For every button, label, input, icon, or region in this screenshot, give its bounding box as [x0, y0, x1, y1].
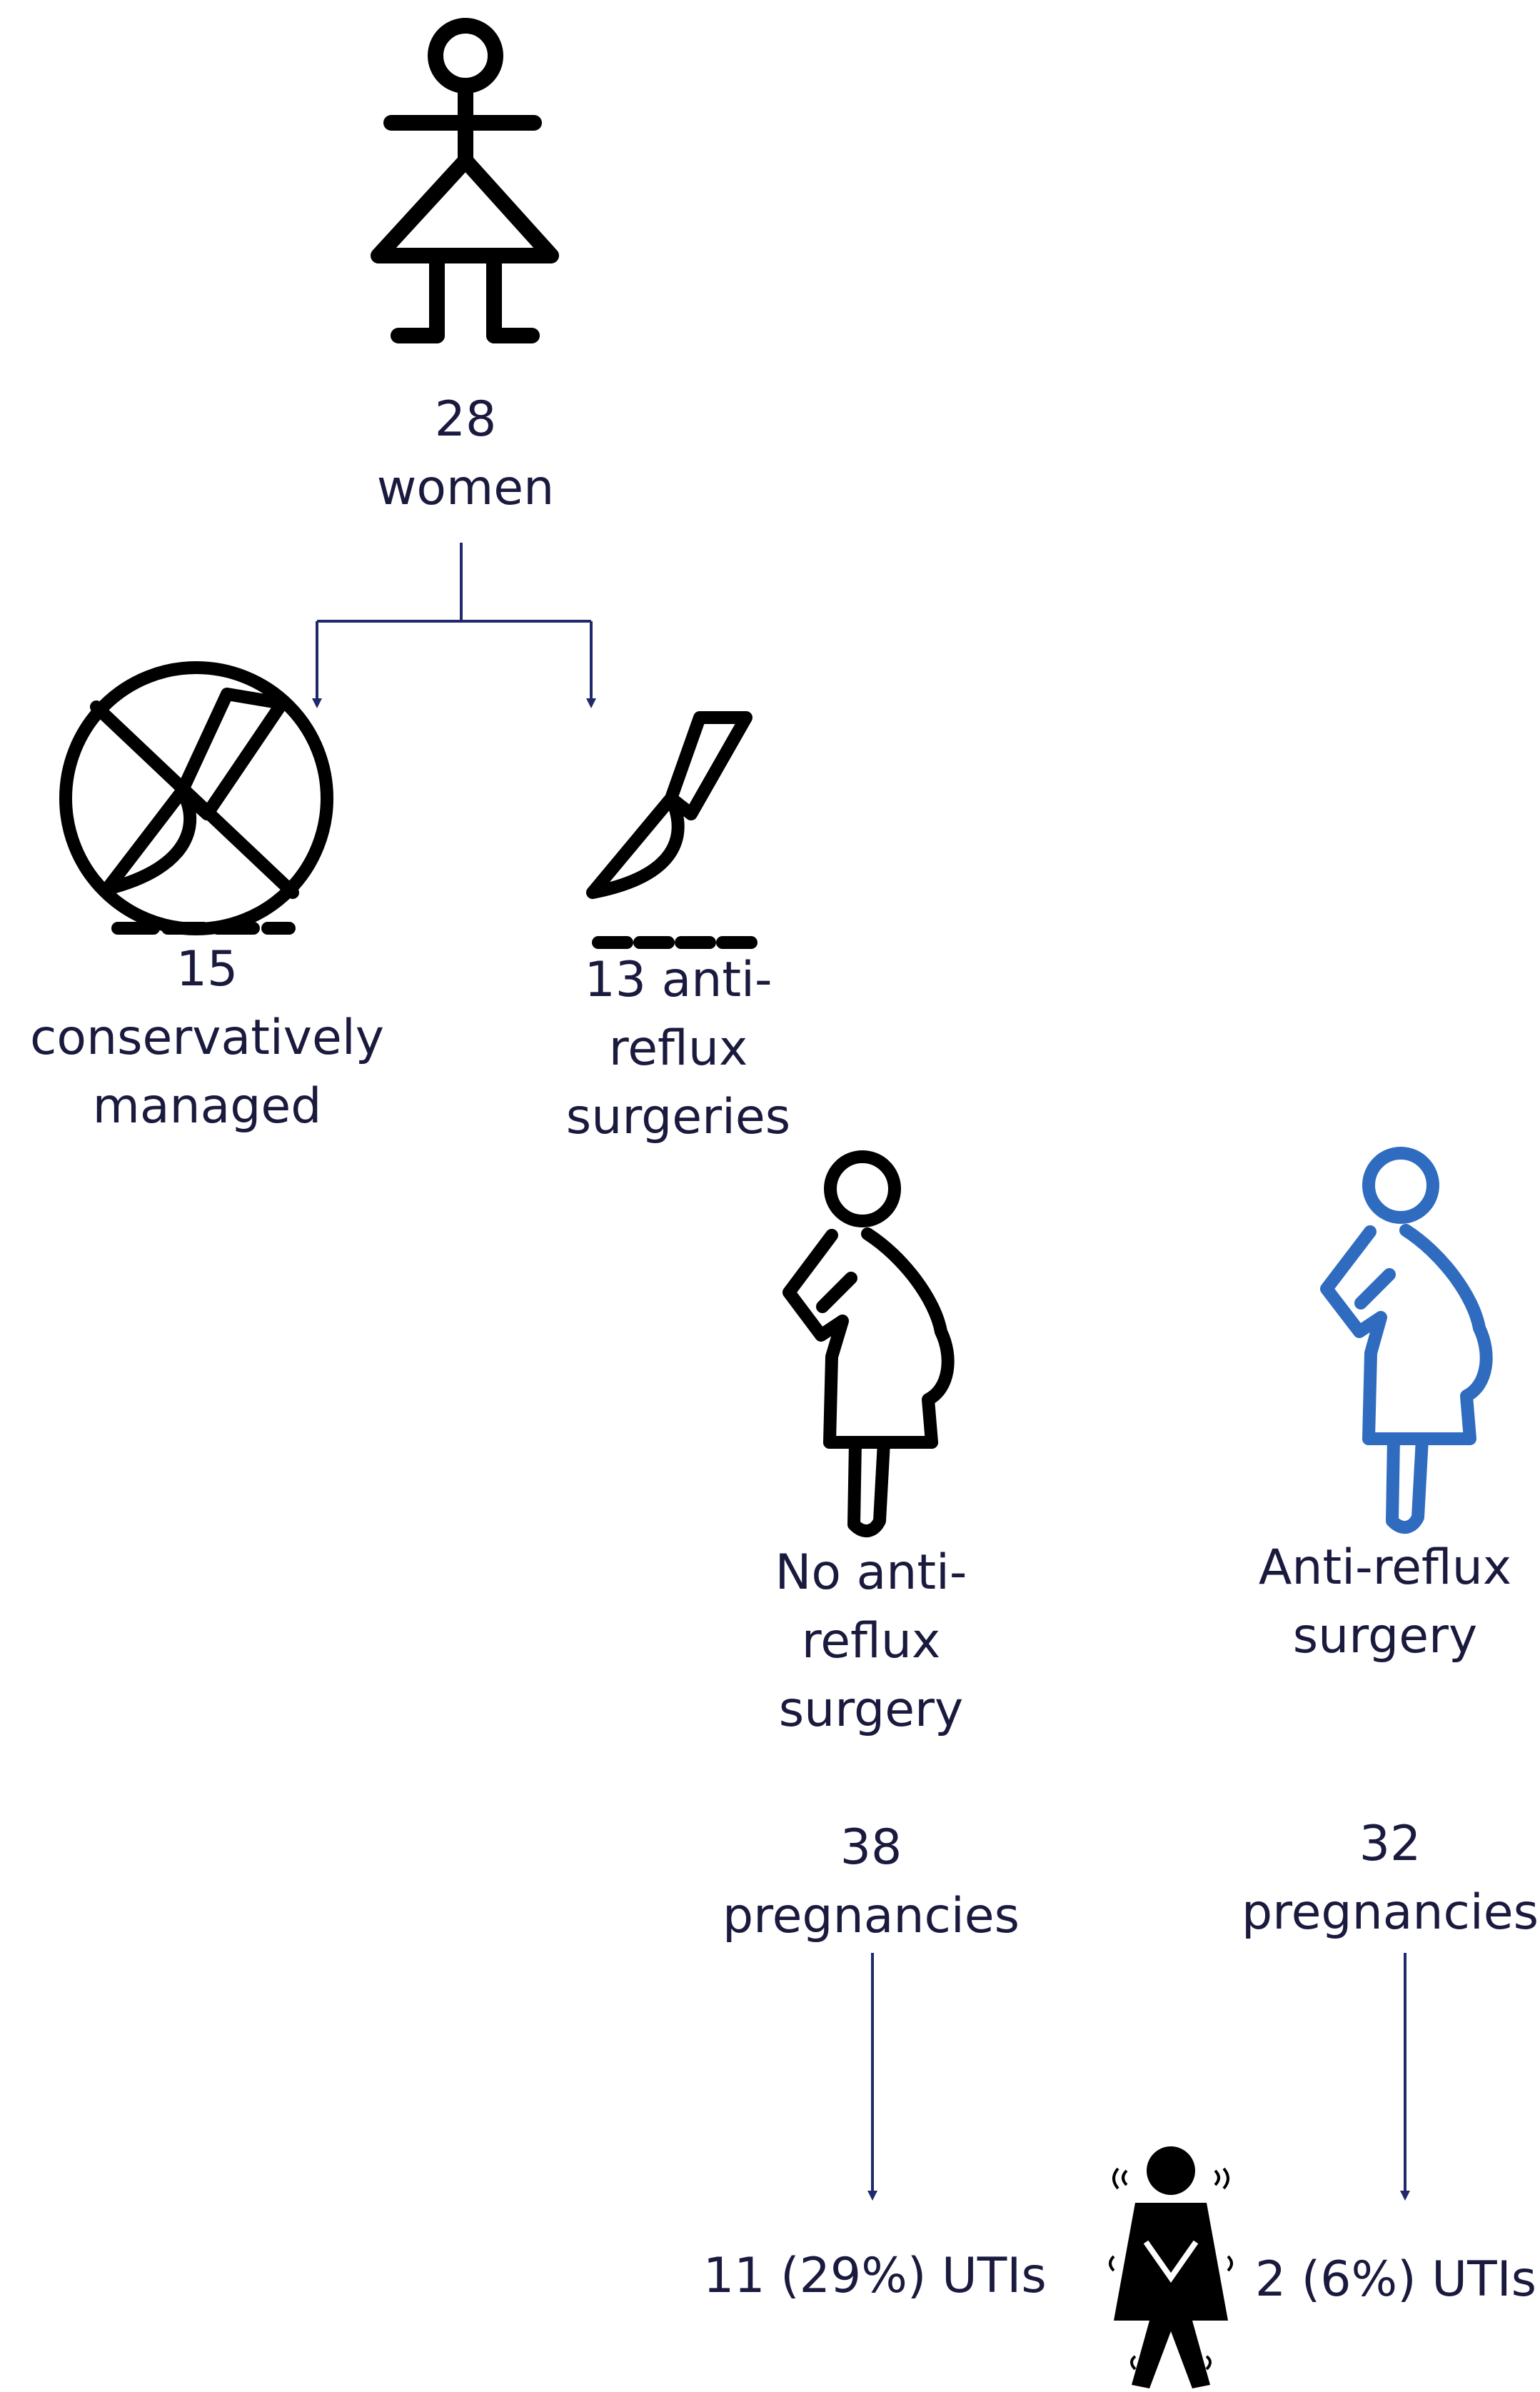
no-surgery-uti: 11 (29%) UTIs [703, 2242, 1047, 2311]
root-label: 28 women [323, 386, 608, 523]
conservative-line-1: conservatively [30, 1010, 384, 1066]
woman-icon [371, 18, 559, 343]
no-surgery-icon [59, 661, 333, 935]
no-surgery-line-2: reflux [801, 1613, 941, 1669]
surgery-branch-line-2: reflux [608, 1020, 748, 1077]
no-surgery-uti-text: 11 (29%) UTIs [703, 2248, 1047, 2304]
surgery-group-label: Anti-reflux surgery [1235, 1534, 1535, 1671]
no-surgery-line-1: No anti- [775, 1544, 967, 1601]
root-connector [312, 543, 596, 708]
surgery-line-1: Anti-reflux [1258, 1539, 1512, 1596]
pregnancy-arrows [867, 1953, 1410, 2201]
no-surgery-pregnancies: 38 pregnancies [721, 1814, 1021, 1951]
conservative-count: 15 [176, 941, 238, 997]
root-noun: women [376, 460, 555, 516]
surgery-pregnancies: 32 pregnancies [1240, 1810, 1540, 1947]
pregnant-woman-blue-icon [1320, 1147, 1493, 1534]
no-surgery-pregnancy-noun: pregnancies [722, 1888, 1020, 1944]
conservative-label: 15 conservatively managed [14, 935, 400, 1141]
surgery-uti: 2 (6%) UTIs [1253, 2246, 1539, 2314]
surgery-uti-text: 2 (6%) UTIs [1254, 2251, 1537, 2308]
no-surgery-group-label: No anti- reflux surgery [721, 1539, 1021, 1744]
surgery-branch-label: 13 anti- reflux surgeries [528, 946, 828, 1152]
surgery-branch-line-1: 13 anti- [584, 952, 772, 1008]
no-surgery-pregnancy-count: 38 [840, 1819, 902, 1876]
surgery-line-2: surgery [1292, 1608, 1478, 1664]
scalpel-icon [586, 711, 763, 949]
surgery-branch-line-3: surgeries [565, 1089, 791, 1145]
surgery-pregnancy-noun: pregnancies [1241, 1884, 1539, 1941]
conservative-line-2: managed [92, 1078, 322, 1135]
pregnant-woman-icon [782, 1150, 955, 1537]
surgery-pregnancy-count: 32 [1359, 1816, 1421, 1872]
root-count: 28 [434, 391, 497, 448]
no-surgery-line-3: surgery [778, 1682, 964, 1738]
urgency-person-icon [1109, 2146, 1233, 2388]
